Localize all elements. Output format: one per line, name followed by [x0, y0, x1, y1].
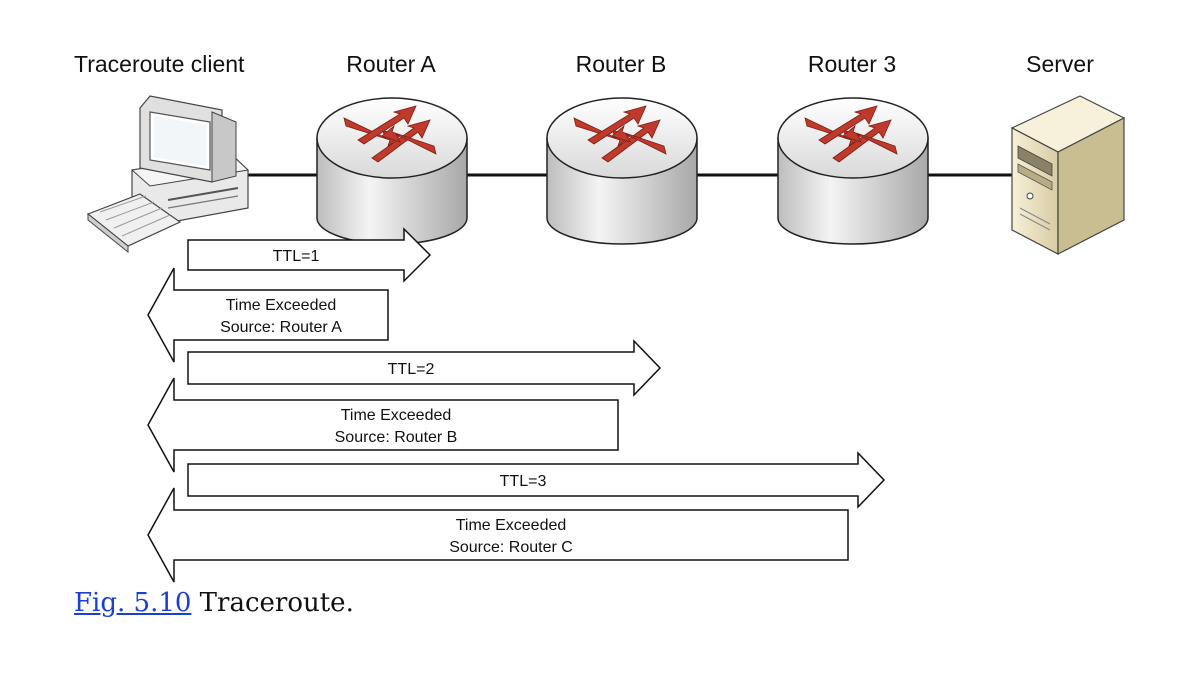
arrow-label: TTL=3: [500, 473, 547, 490]
arrow-label: Time Exceeded: [226, 297, 337, 314]
reply-arrow: [147, 487, 849, 583]
router-icon: [316, 97, 468, 245]
figure-reference-link[interactable]: Fig. 5.10: [74, 588, 192, 618]
node-label-router-3: Router 3: [808, 51, 896, 77]
reply-arrow: [147, 267, 389, 363]
node-label-client: Traceroute client: [74, 51, 245, 77]
desktop-computer-icon: [86, 95, 250, 254]
node-label-server: Server: [1026, 51, 1094, 77]
arrow-label: TTL=2: [388, 361, 435, 378]
probe-arrow: [187, 451, 886, 509]
traceroute-diagram: Traceroute client Router A Router B Rout…: [74, 51, 1126, 583]
router-icon: [546, 97, 698, 245]
probe-arrow: [187, 339, 662, 397]
arrow-label: Time Exceeded: [456, 517, 567, 534]
arrow-label: Time Exceeded: [341, 407, 452, 424]
server-tower-icon: [1010, 95, 1126, 255]
figure-caption-text: Traceroute.: [191, 588, 354, 618]
router-icon: [777, 97, 929, 245]
node-label-router-a: Router A: [346, 51, 436, 77]
reply-arrow: [147, 377, 619, 473]
figure-caption: Fig. 5.10 Traceroute.: [74, 588, 354, 618]
node-label-router-b: Router B: [576, 51, 667, 77]
arrow-label: Source: Router A: [220, 319, 342, 336]
arrow-label: Source: Router C: [449, 539, 573, 556]
probe-arrow: [187, 227, 432, 283]
arrow-label: TTL=1: [273, 248, 320, 265]
arrow-label: Source: Router B: [335, 429, 458, 446]
